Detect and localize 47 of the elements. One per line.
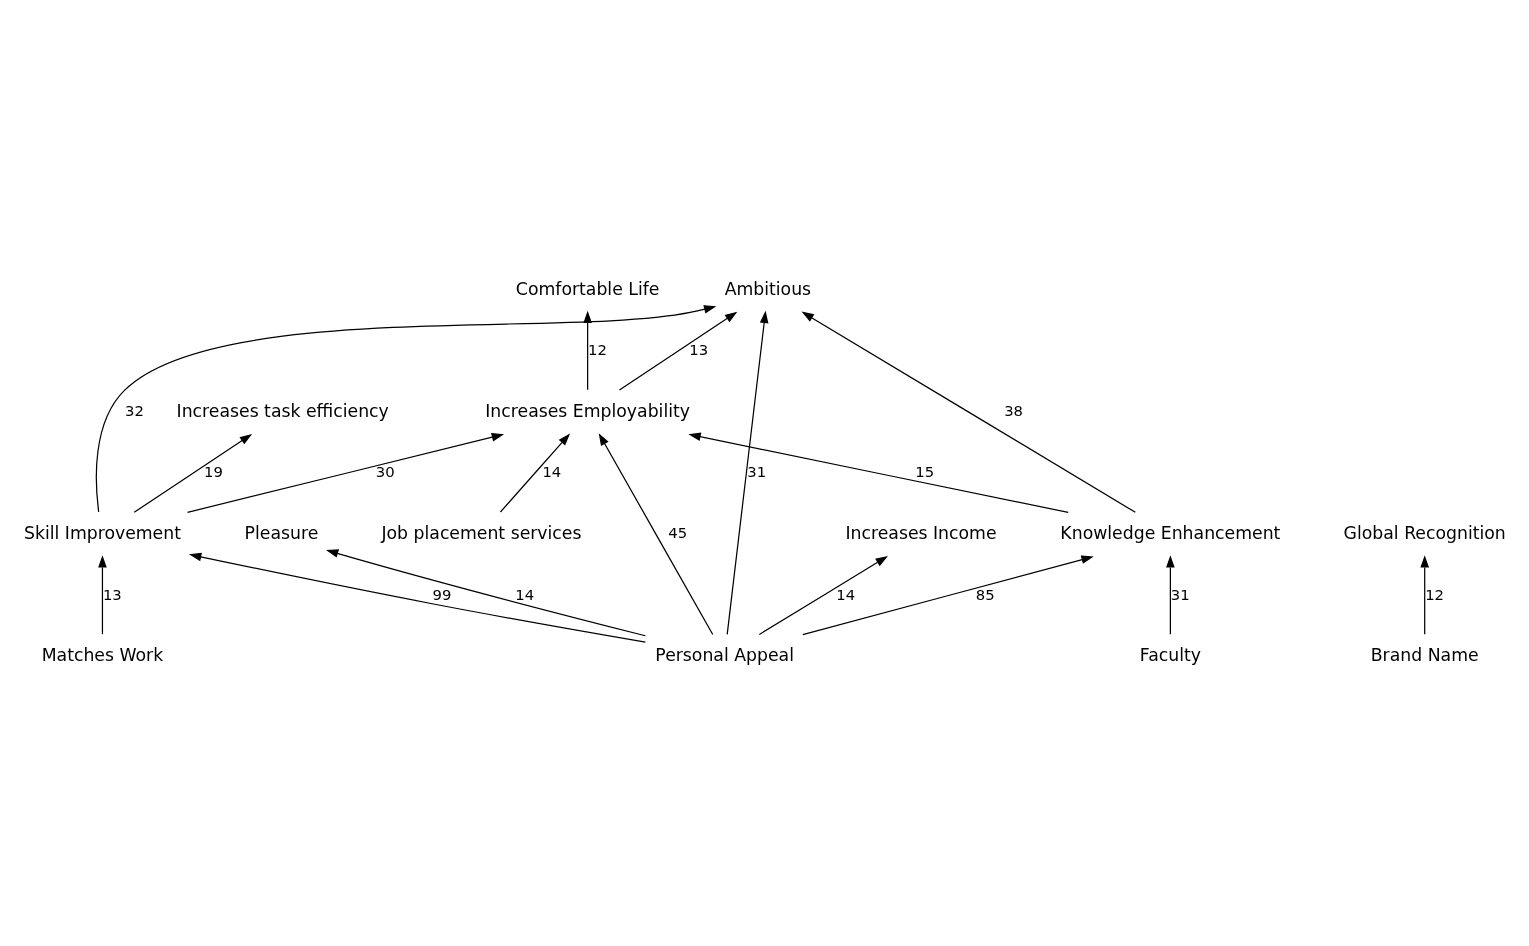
arrow (801, 311, 1136, 513)
edge-label: 14 (836, 585, 856, 603)
node-text: Increases task efficiency (176, 400, 389, 421)
arrow (802, 554, 1094, 635)
edge-label: 13 (102, 585, 122, 603)
edge-label: 14 (515, 585, 535, 603)
arrow (688, 432, 1069, 513)
node-text: Comfortable Life (515, 278, 660, 299)
edge-label: 13 (689, 340, 709, 358)
arrow (133, 433, 253, 513)
node-text: Brand Name (1370, 644, 1479, 665)
edge-label: 45 (668, 523, 688, 541)
node-text: Global Recognition (1343, 522, 1506, 543)
edge-label: 14 (542, 462, 562, 480)
node-text: Skill Improvement (23, 522, 181, 543)
edge-label: 12 (588, 340, 607, 358)
node-text: Faculty (1139, 644, 1201, 665)
arrow (598, 432, 714, 635)
edge-label: 30 (375, 462, 395, 480)
edge-label: 12 (1425, 585, 1444, 603)
node-text: Pleasure (244, 522, 319, 543)
edge-label: 15 (915, 462, 935, 480)
edge-label: 31 (1170, 585, 1190, 603)
node-text: Job placement services (381, 522, 582, 543)
arrow (758, 555, 888, 635)
node-text: Increases Employability (485, 400, 691, 421)
edge-label: 85 (975, 585, 995, 603)
arrow (98, 554, 107, 635)
edge-label: 32 (125, 401, 144, 419)
arrow (326, 548, 646, 636)
node-text: Personal Appeal (655, 644, 794, 665)
node-text: Matches Work (41, 644, 164, 665)
edge-label: 31 (747, 462, 767, 480)
node-text: Knowledge Enhancement (1060, 522, 1281, 543)
arrow (95, 304, 717, 513)
arrow (1166, 554, 1175, 635)
edge-label: 99 (432, 585, 452, 603)
arrow (1420, 554, 1430, 635)
node-text: Increases Income (845, 522, 997, 543)
node-text: Ambitious (724, 278, 812, 299)
edge-label: 19 (204, 462, 223, 480)
arrow (499, 432, 571, 513)
arrow (726, 310, 769, 635)
arrow (186, 432, 505, 513)
arrow (188, 552, 647, 643)
edge-label: 38 (1004, 401, 1023, 419)
arrow (618, 311, 738, 391)
